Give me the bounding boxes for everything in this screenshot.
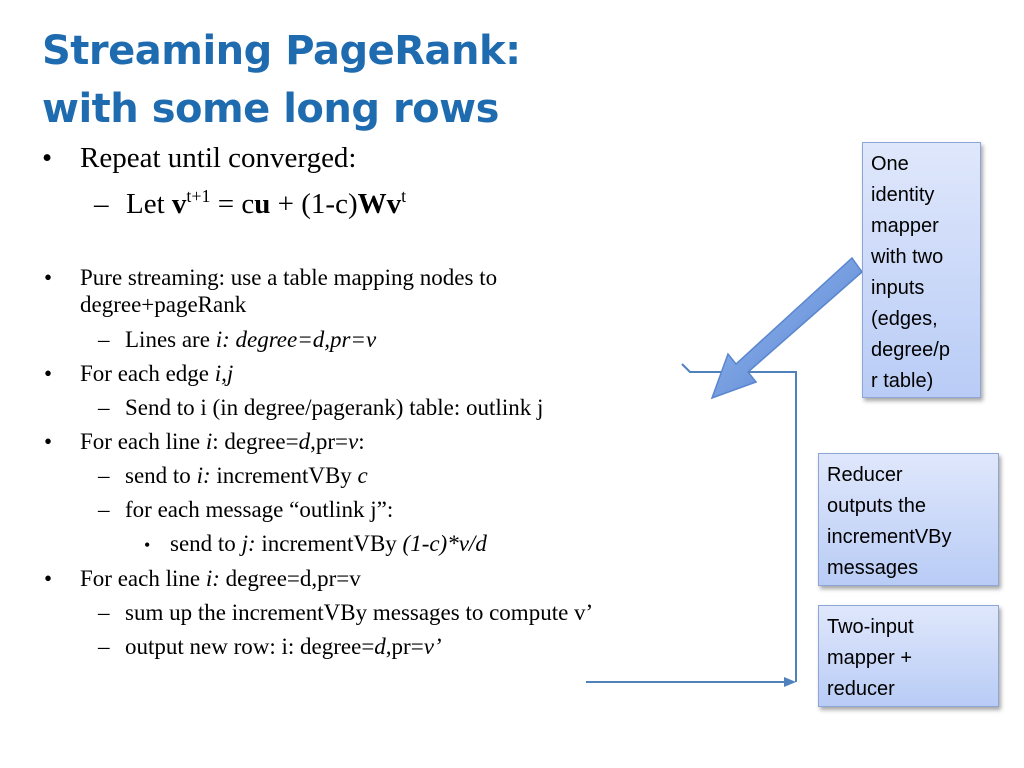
- bullet-dot: •: [44, 361, 53, 386]
- bullet-lines-are: – Lines are i: degree=d,pr=v: [98, 327, 377, 352]
- bullet-let-formula: – Let vt+1 = cu + (1-c)Wvt: [94, 186, 407, 220]
- dash-marker: –: [98, 497, 110, 522]
- dash-marker: –: [98, 395, 110, 420]
- dash-marker: –: [94, 188, 109, 220]
- bullet-for-each-line-1: • For each line i: degree=d,pr=v:: [44, 429, 365, 454]
- bullet-send-to-i: – send to i: incrementVBy c: [98, 463, 368, 488]
- bullet-pure-streaming-cont: degree+pageRank: [80, 292, 247, 317]
- bottom-arrow-head: [784, 677, 796, 687]
- callout-reducer-outputs: Reducer outputs the incrementVBy message…: [818, 453, 999, 586]
- bullet-repeat: • Repeat until converged:: [42, 142, 357, 174]
- callout-two-input-mapper: Two-input mapper + reducer: [818, 605, 999, 707]
- bullet-dot: •: [42, 142, 53, 174]
- identity-block-arrow: [710, 256, 864, 400]
- dash-marker: –: [98, 463, 110, 488]
- bullet-dot: •: [144, 535, 151, 555]
- bullet-dot: •: [44, 566, 53, 591]
- dash-marker: –: [98, 634, 110, 659]
- title-line-1: Streaming PageRank:: [42, 28, 521, 74]
- bullet-for-each-edge: • For each edge i,j: [44, 361, 234, 386]
- bullet-sum-up: – sum up the incrementVBy messages to co…: [98, 600, 594, 625]
- bullet-send-to-table: – Send to i (in degree/pagerank) table: …: [98, 395, 544, 420]
- bullet-dot: •: [44, 265, 53, 290]
- dash-marker: –: [98, 600, 110, 625]
- dash-marker: –: [98, 327, 110, 352]
- bullet-pure-streaming: • Pure streaming: use a table mapping no…: [44, 265, 498, 290]
- slide-title: Streaming PageRank: with some long rows: [42, 22, 521, 138]
- title-line-2: with some long rows: [42, 86, 499, 132]
- bracket-line: [681, 363, 797, 682]
- bullet-dot: •: [44, 429, 53, 454]
- bullet-output-row: – output new row: i: degree=d,pr=v’: [98, 634, 442, 659]
- bullet-for-each-message: – for each message “outlink j”:: [98, 497, 394, 522]
- bullet-send-to-j: • send to j: incrementVBy (1-c)*v/d: [144, 531, 487, 556]
- callout-identity-mapper: One identity mapper with two inputs (edg…: [862, 142, 981, 398]
- bullet-for-each-line-2: • For each line i: degree=d,pr=v: [44, 566, 361, 591]
